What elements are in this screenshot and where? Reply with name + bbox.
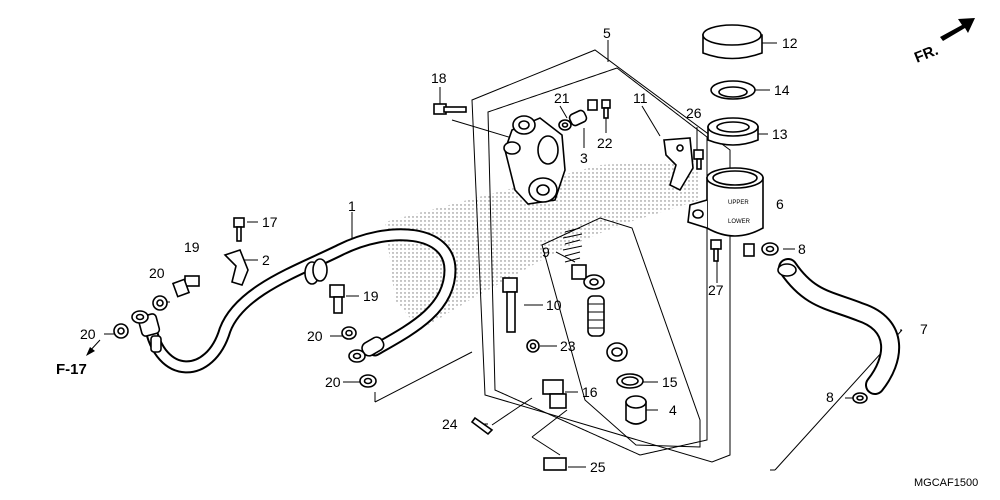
callout-16: 16 bbox=[582, 384, 598, 400]
callout-20-middle: 20 bbox=[307, 328, 323, 344]
lower-mark: LOWER bbox=[728, 219, 751, 225]
callout-20-lower-left: 20 bbox=[80, 326, 96, 342]
callout-2: 2 bbox=[262, 252, 270, 268]
callout-20-bottom: 20 bbox=[325, 374, 341, 390]
callout-13: 13 bbox=[772, 126, 788, 142]
hose-clamp bbox=[223, 217, 249, 286]
master-cylinder-group-outline bbox=[471, 49, 731, 463]
reservoir-joint bbox=[558, 99, 611, 131]
callout-5: 5 bbox=[603, 25, 611, 41]
callout-15: 15 bbox=[662, 374, 678, 390]
callout-1: 1 bbox=[348, 198, 356, 214]
callout-8-top: 8 bbox=[798, 241, 806, 257]
brake-hose bbox=[131, 228, 457, 374]
callout-9: 9 bbox=[542, 244, 550, 260]
callout-23: 23 bbox=[560, 338, 576, 354]
callout-labels: 5 1 2 3 4 6 7 8 8 9 10 11 12 13 14 15 16… bbox=[80, 25, 928, 475]
callout-11: 11 bbox=[633, 90, 648, 106]
master-cylinder-body bbox=[503, 115, 566, 205]
reservoir-stay bbox=[663, 137, 722, 262]
bolt bbox=[433, 103, 467, 115]
front-direction-arrow: FR. bbox=[912, 18, 975, 67]
callout-10: 10 bbox=[546, 297, 562, 313]
reference-label: F-17 bbox=[56, 361, 87, 378]
reservoir-hose bbox=[777, 258, 901, 395]
reservoir-tank: UPPER LOWER bbox=[687, 167, 764, 257]
callout-22: 22 bbox=[597, 135, 613, 151]
piston-set-outline bbox=[541, 217, 701, 448]
piston-circlip bbox=[616, 373, 644, 389]
callout-18: 18 bbox=[431, 70, 447, 86]
callout-19-right: 19 bbox=[363, 288, 379, 304]
callout-17: 17 bbox=[262, 214, 278, 230]
callout-8-bottom: 8 bbox=[826, 389, 834, 405]
sealing-washers bbox=[113, 295, 377, 388]
piston-spring bbox=[562, 227, 628, 362]
callout-19-left: 19 bbox=[184, 239, 200, 255]
callout-6: 6 bbox=[776, 196, 784, 212]
upper-mark: UPPER bbox=[728, 200, 749, 206]
callout-14: 14 bbox=[774, 82, 790, 98]
push-rod-joint bbox=[470, 379, 567, 471]
reservoir-cap bbox=[702, 24, 763, 60]
callout-20-upper-left: 20 bbox=[149, 265, 165, 281]
diaphragm-plate bbox=[710, 80, 756, 100]
callout-3: 3 bbox=[580, 150, 588, 166]
callout-7: 7 bbox=[920, 321, 928, 337]
callout-21: 21 bbox=[554, 90, 570, 106]
diaphragm bbox=[707, 117, 759, 146]
callout-27: 27 bbox=[708, 282, 724, 298]
diagram-code: MGCAF1500 bbox=[914, 477, 978, 489]
push-rod-boot bbox=[625, 395, 647, 425]
callout-12: 12 bbox=[782, 35, 798, 51]
oil-bolt bbox=[171, 275, 345, 314]
callout-4: 4 bbox=[669, 402, 677, 418]
callout-25: 25 bbox=[590, 459, 606, 475]
reference-arrow: F-17 bbox=[56, 339, 101, 378]
callout-24: 24 bbox=[442, 416, 458, 432]
master-cylinder-inner-outline bbox=[487, 67, 708, 456]
callout-26: 26 bbox=[686, 105, 702, 121]
push-rod bbox=[502, 277, 540, 353]
hose-clip bbox=[761, 242, 868, 404]
fr-label: FR. bbox=[912, 42, 941, 67]
